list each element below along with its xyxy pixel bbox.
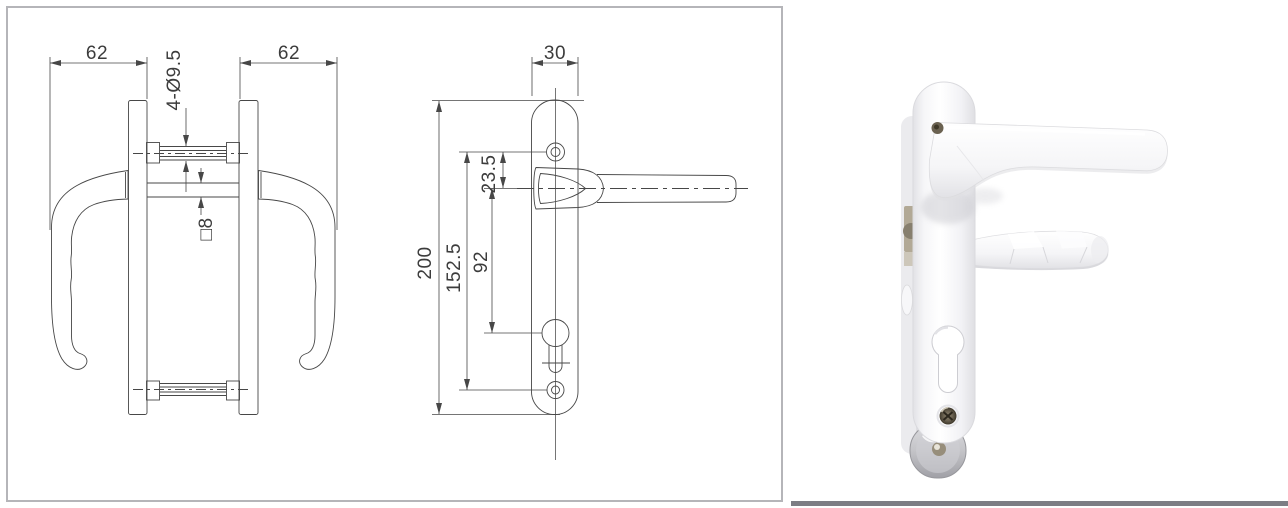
dim-152-5: 152.5: [444, 243, 465, 293]
dimension-arrows: [50, 60, 578, 414]
lever-bottom-shade: [972, 251, 1108, 271]
side-view: [517, 88, 748, 460]
neck-shadow: [921, 190, 975, 224]
right-plate-edge: [238, 100, 259, 415]
dimension-labels: 62 62 30 4-Ø9.5 □8 200 152.5 92 23.5: [86, 43, 566, 293]
dim-30: 30: [544, 43, 566, 64]
dim-62-right: 62: [278, 43, 300, 64]
separator-bar: [791, 501, 1288, 506]
rear-lever: [971, 230, 1109, 271]
lever-side: [517, 167, 748, 210]
top-screw-hole: [546, 142, 565, 162]
bottom-screw: [936, 404, 960, 428]
left-plate-edge: [128, 100, 148, 415]
square-spindle: [147, 182, 239, 198]
technical-drawing-frame: [6, 6, 783, 502]
lever-crease: [956, 145, 985, 182]
dim-92: 92: [471, 251, 492, 273]
euro-cylinder-cutout: [931, 325, 965, 393]
lever-tip-shade: [1091, 236, 1109, 264]
right-lever: [258, 169, 336, 370]
top-screw: [931, 122, 944, 134]
dim-holes: 4-Ø9.5: [164, 49, 185, 110]
dimension-lines: [49, 57, 584, 415]
dim-23-5: 23.5: [479, 155, 500, 194]
top-fixing-bolt: [133, 142, 252, 164]
front-view: [51, 100, 336, 415]
lever-top-highlight: [939, 125, 1146, 136]
bottom-fixing-bolt: [133, 380, 252, 401]
euro-cylinder-hole: [541, 319, 570, 373]
dim-spindle: □8: [196, 217, 217, 240]
front-lever: [928, 122, 1168, 201]
wrap-crease: [1009, 246, 1088, 265]
wrap-highlight: [1056, 230, 1087, 249]
dim-62-left: 62: [86, 43, 108, 64]
left-lever: [51, 169, 129, 370]
wrap-highlight: [1008, 231, 1043, 249]
dim-200: 200: [415, 246, 436, 279]
